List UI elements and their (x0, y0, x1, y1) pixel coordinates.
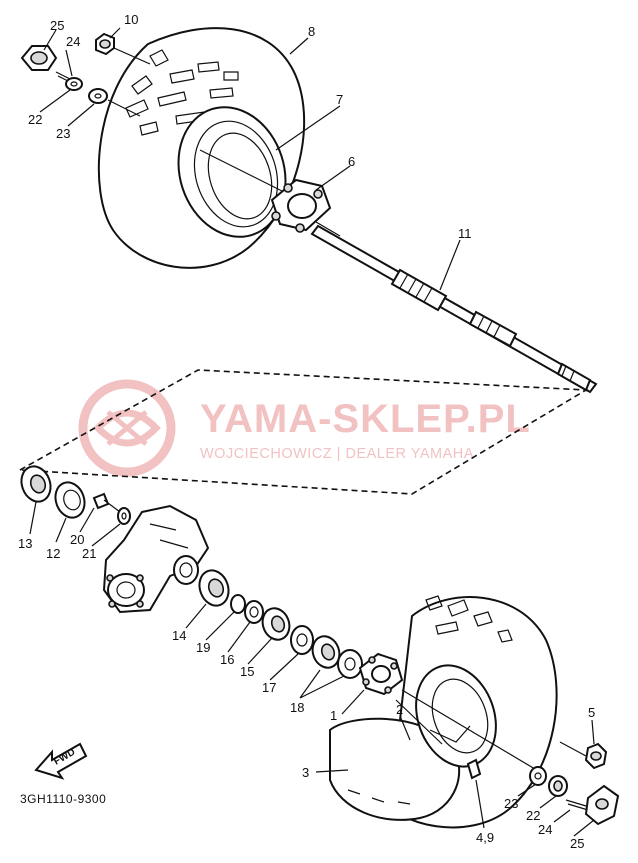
watermark-logo-icon (78, 379, 176, 477)
callout-6: 6 (348, 154, 355, 169)
callout-15: 15 (240, 664, 254, 679)
forward-direction-arrow-icon: FWD (34, 742, 88, 780)
bearing-stack-right (198, 569, 363, 679)
callout-22-bottom: 22 (526, 808, 540, 823)
bottom-fastener-stack (529, 741, 620, 826)
callout-7: 7 (336, 92, 343, 107)
diagram-code: 3GH1110-9300 (20, 792, 106, 806)
callout-10: 10 (124, 12, 138, 27)
watermark-title: YAMA-SKLEP.PL (200, 397, 531, 441)
reference-outline (17, 369, 589, 495)
leader-lines (29, 27, 595, 837)
watermark-subtitle: WOJCIECHOWICZ | DEALER YAMAHA (200, 446, 474, 462)
rear-tire-top (97, 27, 305, 269)
callout-21: 21 (82, 546, 96, 561)
callout-2: 2 (396, 702, 403, 717)
callout-5: 5 (588, 705, 595, 720)
rear-wheel-bottom (329, 595, 558, 829)
callout-19: 19 (196, 640, 210, 655)
rear-axle-housing (102, 504, 210, 614)
callout-22-top: 22 (28, 112, 42, 127)
callout-23-bottom: 23 (504, 796, 518, 811)
callout-16: 16 (220, 652, 234, 667)
callout-13: 13 (18, 536, 32, 551)
wheel-hub-top (270, 178, 332, 233)
callout-20: 20 (70, 532, 84, 547)
callout-4-9: 4,9 (476, 830, 494, 845)
callout-25-top: 25 (50, 18, 64, 33)
callout-8: 8 (308, 24, 315, 39)
callout-1: 1 (330, 708, 337, 723)
callout-24-top: 24 (66, 34, 80, 49)
callout-labels: 25 10 24 22 23 8 7 6 11 13 12 20 21 14 1… (18, 12, 595, 851)
callout-12: 12 (46, 546, 60, 561)
callout-11: 11 (458, 226, 472, 241)
callout-25-bottom: 25 (570, 836, 584, 851)
rear-axle (310, 221, 598, 394)
bearing-stack-left (20, 465, 131, 525)
top-fastener-stack (20, 32, 151, 117)
callout-17: 17 (262, 680, 276, 695)
callout-14: 14 (172, 628, 186, 643)
watermark: YAMA-SKLEP.PL WOJCIECHOWICZ | DEALER YAM… (78, 379, 531, 477)
callout-23-top: 23 (56, 126, 70, 141)
callout-18: 18 (290, 700, 304, 715)
callout-24-bottom: 24 (538, 822, 552, 837)
callout-3: 3 (302, 765, 309, 780)
